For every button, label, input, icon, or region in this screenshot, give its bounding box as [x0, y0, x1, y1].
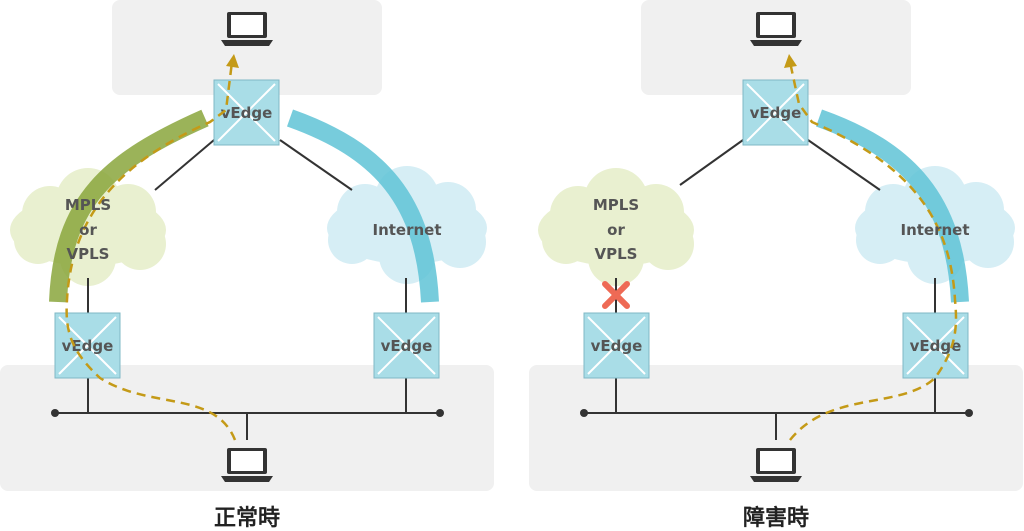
lan-bus [51, 409, 444, 417]
mpls-label-line2: or [79, 221, 97, 239]
mpls-label-line1: MPLS [65, 196, 111, 214]
panel-normal: vEdge vEdge vEdge MPLS or VPLS Internet … [0, 0, 494, 531]
router-label: vEdge [750, 104, 802, 122]
network-links [615, 139, 936, 440]
laptop-icon [750, 448, 802, 482]
router-label: vEdge [381, 337, 433, 355]
traffic-arrowhead [784, 54, 797, 68]
mpls-label-line1: MPLS [593, 196, 639, 214]
laptop-icon [221, 448, 273, 482]
router-label: vEdge [910, 337, 962, 355]
internet-label: Internet [900, 221, 969, 239]
laptop-icon [750, 12, 802, 46]
datacenter-site [641, 0, 911, 95]
lan-bus [580, 409, 973, 417]
caption-failure: 障害時 [743, 505, 809, 531]
mpls-cloud [538, 168, 694, 286]
internet-cloud [855, 166, 1015, 284]
mpls-label-line3: VPLS [595, 245, 638, 263]
internet-label: Internet [372, 221, 441, 239]
router-label: vEdge [62, 337, 114, 355]
traffic-flow [788, 61, 958, 441]
router-label: vEdge [591, 337, 643, 355]
network-links [87, 139, 407, 440]
traffic-flow [65, 61, 237, 441]
panel-failure: vEdge vEdge vEdge MPLS or VPLS Internet … [529, 0, 1023, 531]
mpls-path [49, 109, 209, 303]
internet-path [815, 109, 969, 303]
internet-cloud [327, 166, 487, 284]
traffic-arrowhead [226, 54, 239, 68]
router-branch-mpls: vEdge [54, 312, 121, 379]
failure-x-icon [602, 281, 630, 309]
caption-normal: 正常時 [214, 505, 280, 531]
router-datacenter: vEdge [213, 79, 280, 146]
router-datacenter: vEdge [742, 79, 809, 146]
router-branch-mpls: vEdge [583, 312, 650, 379]
internet-path [286, 109, 439, 303]
mpls-label-line3: VPLS [67, 245, 110, 263]
router-branch-internet: vEdge [902, 312, 969, 379]
router-branch-internet: vEdge [373, 312, 440, 379]
laptop-icon [221, 12, 273, 46]
datacenter-site [112, 0, 382, 95]
router-label: vEdge [221, 104, 273, 122]
mpls-label-line2: or [607, 221, 625, 239]
